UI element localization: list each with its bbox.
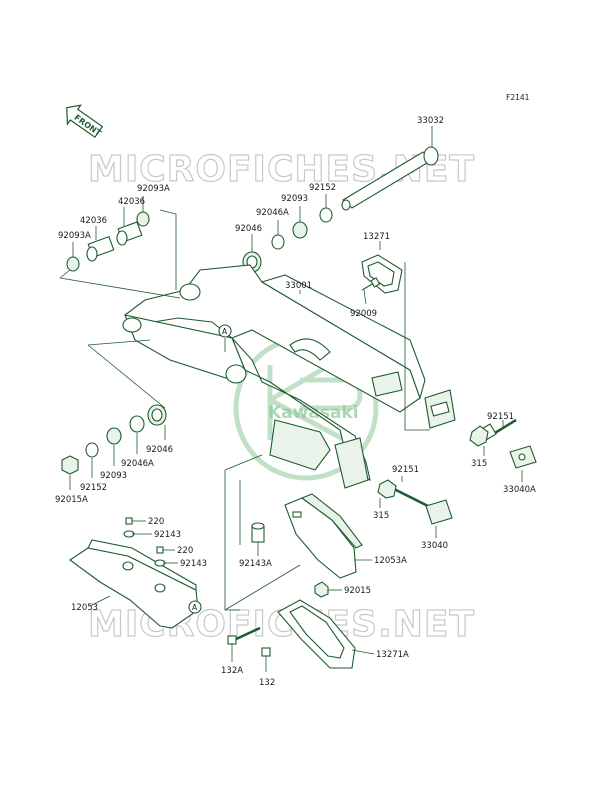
collar-92143A	[251, 522, 265, 543]
seal-92093A-upper	[136, 211, 150, 227]
swingarm-body	[122, 264, 456, 489]
chain-adjuster-33040	[425, 499, 453, 525]
label-92151-a: 92151	[487, 412, 514, 422]
label-92046-top: 92046	[235, 224, 262, 234]
label-12053: 12053	[71, 603, 98, 613]
chain-adjuster-33040A	[509, 445, 537, 469]
bushing-42036-a	[116, 221, 143, 246]
label-33040A: 33040A	[503, 485, 536, 495]
label-92046A-top: 92046A	[256, 208, 289, 218]
label-13271A: 13271A	[376, 650, 409, 660]
label-33040: 33040	[421, 541, 448, 551]
leader-lines	[59, 194, 523, 672]
label-92093A-top: 92093A	[137, 184, 170, 194]
ref-marker-a-upper-text: A	[222, 327, 228, 336]
label-92015: 92015	[344, 586, 371, 596]
part-labels: 33032 92152 92093 92046A 92046 92093A 42…	[55, 116, 536, 688]
label-132: 132	[259, 678, 275, 688]
bolt-92009	[361, 277, 381, 291]
chain-guide-12053A	[284, 493, 363, 579]
nut-92015A	[61, 455, 79, 475]
label-92143-a: 92143	[154, 530, 181, 540]
guard-bracket-13271	[361, 254, 403, 294]
label-92093-bottom: 92093	[100, 471, 127, 481]
seal-92093-top	[292, 221, 308, 239]
ring-92046A-top	[271, 234, 285, 250]
ref-marker-a-lower-text: A	[192, 603, 198, 612]
label-92152-top: 92152	[309, 183, 336, 193]
bolt-132	[261, 647, 271, 657]
axle-shaft	[341, 146, 439, 211]
collar-220-a	[123, 517, 135, 538]
label-315-b: 315	[373, 511, 389, 521]
label-92151-b: 92151	[392, 465, 419, 475]
label-92015A: 92015A	[55, 495, 88, 505]
front-arrow-icon: FRONT	[66, 104, 103, 138]
label-33001: 33001	[285, 281, 312, 291]
label-220-b: 220	[177, 546, 193, 556]
label-220-a: 220	[148, 517, 164, 527]
label-42036-a: 42036	[118, 197, 145, 207]
label-92009: 92009	[350, 309, 377, 319]
label-92093-top: 92093	[281, 194, 308, 204]
label-92046A-bottom: 92046A	[121, 459, 154, 469]
nut-315-b	[377, 479, 397, 499]
logo-text: Kawasaki	[268, 403, 359, 423]
collar-92152-bottom	[85, 442, 99, 458]
label-92152-bottom: 92152	[80, 483, 107, 493]
label-92143A: 92143A	[239, 559, 272, 569]
label-13271: 13271	[363, 232, 390, 242]
label-92093A-left: 92093A	[58, 231, 91, 241]
adjuster-bolt-92151-b	[391, 486, 429, 508]
seal-92093-bottom	[106, 427, 122, 445]
seal-92093A-lower	[66, 256, 80, 272]
label-92143-b: 92143	[180, 559, 207, 569]
nut-315-a	[469, 425, 489, 447]
bearing-92046-bottom	[147, 404, 167, 426]
label-315-a: 315	[471, 459, 487, 469]
ref-marker-a-upper: A	[218, 324, 232, 338]
label-132A: 132A	[221, 666, 243, 676]
bushing-42036-b	[86, 235, 115, 262]
label-12053A: 12053A	[374, 556, 407, 566]
bolt-92015	[314, 581, 329, 598]
label-92046-bottom: 92046	[146, 445, 173, 455]
ref-marker-a-lower: A	[188, 600, 202, 614]
chain-slider-12053	[69, 539, 199, 629]
ring-92046A-bottom	[129, 415, 145, 433]
chain-guard-13271A	[277, 599, 356, 669]
label-33032: 33032	[417, 116, 444, 126]
collar-92152-top	[319, 207, 333, 223]
label-42036-b: 42036	[80, 216, 107, 226]
figure-id: F2141	[506, 93, 530, 102]
